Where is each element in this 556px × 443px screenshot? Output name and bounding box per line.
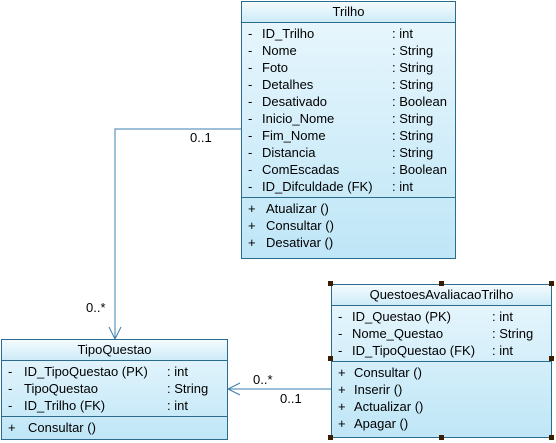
operation-row: +Consultar () xyxy=(248,218,334,233)
operations-section: +Consultar () +Inserir () +Actualizar ()… xyxy=(332,362,551,434)
attribute-row: -Desativado: Boolean xyxy=(248,94,447,109)
arrowhead-tipoquestao-right xyxy=(226,382,241,396)
attribute-row: -ID_Questao (PK): int xyxy=(338,309,513,324)
class-questoesavaliacaotrilho[interactable]: QuestoesAvaliacaoTrilho -ID_Questao (PK)… xyxy=(331,284,552,438)
attribute-row: -ComEscadas: Boolean xyxy=(248,162,447,177)
operations-section: +Atualizar () +Consultar () +Desativar (… xyxy=(242,198,455,253)
mult-trilho-end: 0..1 xyxy=(190,130,212,145)
class-name: TipoQuestao xyxy=(2,340,227,361)
operation-row: +Apagar () xyxy=(338,416,409,431)
resize-handle-w[interactable] xyxy=(328,356,333,361)
class-name: Trilho xyxy=(242,2,455,23)
attribute-row: -Nome: String xyxy=(248,43,434,58)
resize-handle-s[interactable] xyxy=(439,435,444,440)
association-trilho-tipoquestao[interactable] xyxy=(114,128,241,339)
attribute-row: -ID_TipoQuestao (FK): int xyxy=(338,343,513,358)
operation-row: +Atualizar () xyxy=(248,201,329,216)
mult-tipoquestao-end-right: 0..* xyxy=(253,372,273,387)
attribute-row: -Foto: String xyxy=(248,60,434,75)
operation-row: +Desativar () xyxy=(248,235,334,250)
mult-tipoquestao-end-top: 0..* xyxy=(86,300,106,315)
resize-handle-sw[interactable] xyxy=(328,435,333,440)
attributes-section: -ID_TipoQuestao (PK): int -TipoQuestao: … xyxy=(2,361,227,417)
operation-row: +Consultar () xyxy=(338,365,422,380)
resize-handle-nw[interactable] xyxy=(328,281,333,286)
resize-handle-se[interactable] xyxy=(549,435,554,440)
attribute-row: -Distancia: String xyxy=(248,145,434,160)
attribute-row: -Detalhes: String xyxy=(248,77,434,92)
class-name: QuestoesAvaliacaoTrilho xyxy=(332,285,551,306)
resize-handle-e[interactable] xyxy=(549,356,554,361)
resize-handle-n[interactable] xyxy=(439,281,444,286)
operation-row: +Inserir () xyxy=(338,382,403,397)
operation-row: +Actualizar () xyxy=(338,399,424,414)
resize-handle-ne[interactable] xyxy=(549,281,554,286)
attribute-row: -ID_Difculdade (FK): int xyxy=(248,179,413,194)
attributes-section: -ID_Trilho: int -Nome: String -Foto: Str… xyxy=(242,23,455,198)
attribute-row: -ID_TipoQuestao (PK): int xyxy=(8,364,188,379)
attribute-row: -TipoQuestao: String xyxy=(8,381,209,396)
operation-row: +Consultar () xyxy=(8,420,96,435)
attribute-row: -Fim_Nome: String xyxy=(248,128,434,143)
operations-section: +Consultar () xyxy=(2,417,227,438)
class-tipoquestao[interactable]: TipoQuestao -ID_TipoQuestao (PK): int -T… xyxy=(1,339,228,440)
attribute-row: -Nome_Questao: String xyxy=(338,326,534,341)
attributes-section: -ID_Questao (PK): int -Nome_Questao: Str… xyxy=(332,306,551,362)
attribute-row: -Inicio_Nome: String xyxy=(248,111,434,126)
class-trilho[interactable]: Trilho -ID_Trilho: int -Nome: String -Fo… xyxy=(241,1,456,259)
attribute-row: -ID_Trilho: int xyxy=(248,26,413,41)
mult-questoes-end: 0..1 xyxy=(280,391,302,406)
attribute-row: -ID_Trilho (FK): int xyxy=(8,398,188,413)
